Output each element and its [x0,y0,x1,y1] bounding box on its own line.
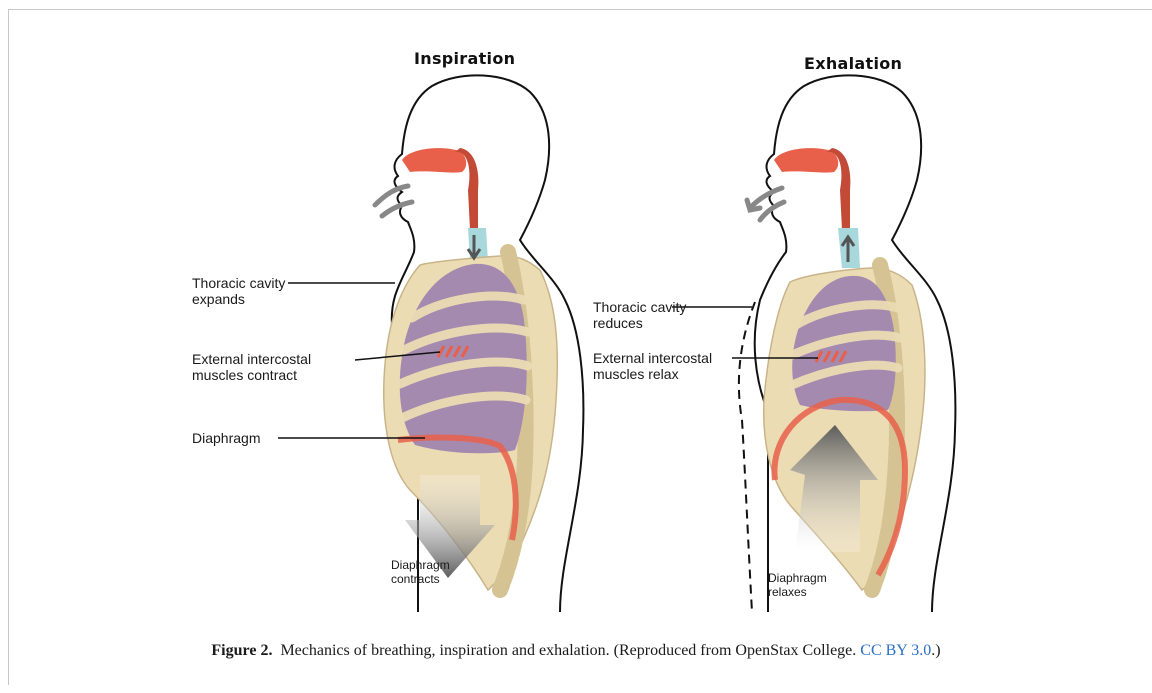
label-line: Thoracic cavity [192,275,285,291]
label-line: muscles relax [593,366,712,382]
label-intercostal-right: External intercostal muscles relax [593,350,712,382]
figure-caption: Figure 2. Mechanics of breathing, inspir… [0,642,1152,660]
inspiration-figure [278,75,583,612]
exhalation-figure [672,75,955,612]
label-line: muscles contract [192,367,311,383]
label-line: Diaphragm [391,558,450,572]
label-line: relaxes [768,585,827,599]
label-line: Diaphragm [768,571,827,585]
label-thoracic-cavity-left: Thoracic cavity expands [192,275,285,307]
label-line: External intercostal [192,351,311,367]
label-line: contracts [391,572,450,586]
expanded-outline-dashed [739,302,755,612]
license-link[interactable]: CC BY 3.0 [860,642,931,659]
label-line: reduces [593,315,686,331]
panel-title-exhalation: Exhalation [804,54,902,73]
figure-number: Figure 2. [211,642,272,659]
label-thoracic-cavity-right: Thoracic cavity reduces [593,299,686,331]
label-intercostal-left: External intercostal muscles contract [192,351,311,383]
label-line: expands [192,291,285,307]
label-diaphragm-relaxes: Diaphragm relaxes [768,571,827,599]
label-diaphragm-contracts: Diaphragm contracts [391,558,450,586]
inhale-arrows [375,186,412,216]
label-diaphragm-left: Diaphragm [192,430,260,446]
caption-text: Mechanics of breathing, inspiration and … [280,642,856,659]
panel-title-inspiration: Inspiration [414,49,515,68]
exhale-arrows [747,188,784,220]
caption-closing: .) [931,642,940,659]
label-line: External intercostal [593,350,712,366]
label-line: Thoracic cavity [593,299,686,315]
